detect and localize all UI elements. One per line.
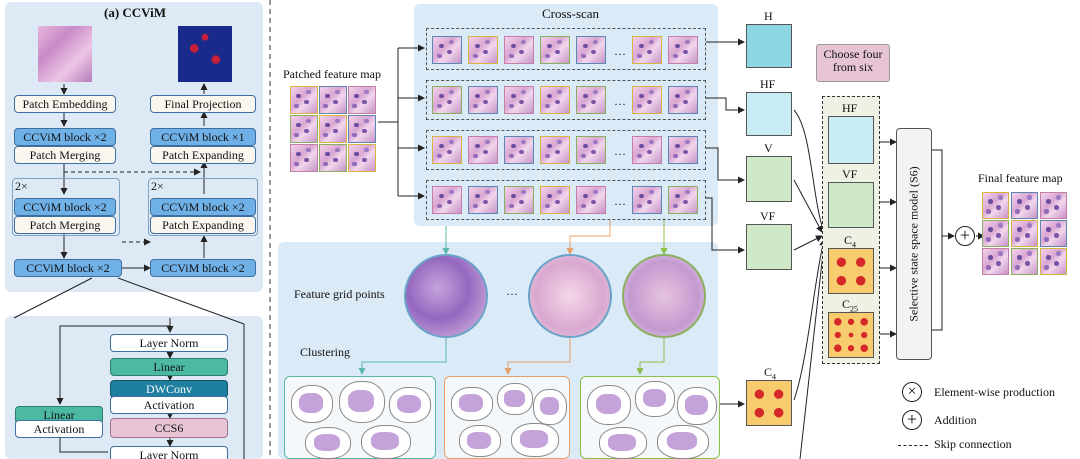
- final-feature-map-label: Final feature map: [978, 171, 1063, 185]
- choose-four-label: Choose four from six: [823, 47, 883, 75]
- scan-row-3: [426, 130, 706, 170]
- skip-connection-line-icon: [898, 445, 928, 446]
- addition-legend-icon: +: [902, 410, 922, 430]
- linear-side: Linear: [15, 406, 103, 424]
- legend-element-wise: Element-wise production: [934, 385, 1055, 399]
- selected-hf-map: [828, 116, 874, 164]
- patch-expanding-1: Patch Expanding: [150, 146, 256, 164]
- scan-row-1: [426, 28, 706, 70]
- output-mask-image: [178, 26, 232, 82]
- grid-points-ellipsis: …: [506, 284, 519, 298]
- addition-operator-icon: +: [955, 226, 975, 246]
- ccs6-block: CCS6: [110, 418, 228, 438]
- grid-points-circle-1: [404, 254, 488, 338]
- patch-merging-1: Patch Merging: [14, 146, 116, 164]
- final-projection-block: Final Projection: [150, 95, 256, 113]
- patched-feature-map: [290, 86, 378, 172]
- scan-map-c4: [746, 380, 792, 426]
- s6-label: Selective state space model (S6): [906, 166, 921, 322]
- scan-map-c4-label: C4: [764, 365, 777, 382]
- scan-map-v: [746, 156, 792, 202]
- element-wise-icon: ×: [902, 382, 922, 402]
- feature-grid-points-label: Feature grid points: [294, 287, 385, 301]
- selected-c4-label: C4: [844, 233, 857, 250]
- choose-four-box: [816, 44, 890, 82]
- decoder-repeat-label: 2×: [151, 179, 164, 193]
- cluster-group-2: [444, 376, 570, 459]
- selected-c4-map: [828, 248, 874, 294]
- encoder-block-2: CCViM block ×2: [14, 198, 116, 216]
- decoder-block-1: CCViM block ×1: [150, 128, 256, 146]
- bottleneck-block-left: CCViM block ×2: [14, 259, 122, 277]
- clustering-label: Clustering: [300, 345, 350, 359]
- scan-map-hf: [746, 92, 792, 136]
- scan-map-vf: [746, 224, 792, 270]
- layer-norm-2: Layer Norm: [110, 446, 228, 459]
- scan-map-h-label: H: [764, 9, 773, 23]
- linear-main: Linear: [110, 358, 228, 376]
- selected-hf-label: HF: [842, 101, 858, 115]
- s6-block: [896, 128, 932, 360]
- selected-c25-map: [828, 312, 874, 358]
- scan-map-h: [746, 24, 792, 68]
- scan-map-vf-label: VF: [760, 209, 776, 223]
- encoder-block-1: CCViM block ×2: [14, 128, 116, 146]
- scan-map-hf-label: HF: [760, 77, 776, 91]
- patch-expanding-2: Patch Expanding: [150, 216, 256, 234]
- selected-c25-label: C25: [842, 297, 859, 314]
- grid-points-circle-3: [622, 254, 706, 338]
- legend-skip: Skip connection: [934, 437, 1012, 451]
- decoder-repeat-group: [148, 178, 258, 236]
- input-image: [38, 26, 92, 82]
- encoder-repeat-group: [12, 178, 120, 236]
- scan-row-4-ellipsis: …: [614, 194, 627, 208]
- panel-a-title: (a) CCViM: [104, 5, 166, 20]
- layer-norm-1: Layer Norm: [110, 334, 228, 352]
- bottleneck-block-right: CCViM block ×2: [150, 259, 256, 277]
- decoder-block-2: CCViM block ×2: [150, 198, 256, 216]
- patch-merging-2: Patch Merging: [14, 216, 116, 234]
- activation-main: Activation: [110, 396, 228, 414]
- cluster-group-3: [580, 376, 720, 459]
- patched-feature-map-label: Patched feature map: [283, 67, 381, 81]
- cluster-group-1: [284, 376, 436, 459]
- scan-row-3-ellipsis: …: [614, 144, 627, 158]
- cross-scan-title: Cross-scan: [542, 6, 600, 21]
- scan-row-1-ellipsis: …: [614, 44, 627, 58]
- final-feature-map: [982, 192, 1068, 276]
- activation-side: Activation: [15, 420, 103, 438]
- patch-embedding-block: Patch Embedding: [14, 95, 116, 113]
- selected-vf-map: [828, 182, 874, 228]
- selected-vf-label: VF: [842, 167, 858, 181]
- dwconv-block: DWConv: [110, 380, 228, 398]
- legend-addition: Addition: [934, 413, 977, 427]
- scan-map-v-label: V: [764, 141, 773, 155]
- encoder-repeat-label: 2×: [15, 179, 28, 193]
- scan-row-2: [426, 80, 706, 120]
- scan-row-4: [426, 180, 706, 220]
- grid-points-circle-2: [528, 254, 612, 338]
- scan-row-2-ellipsis: …: [614, 94, 627, 108]
